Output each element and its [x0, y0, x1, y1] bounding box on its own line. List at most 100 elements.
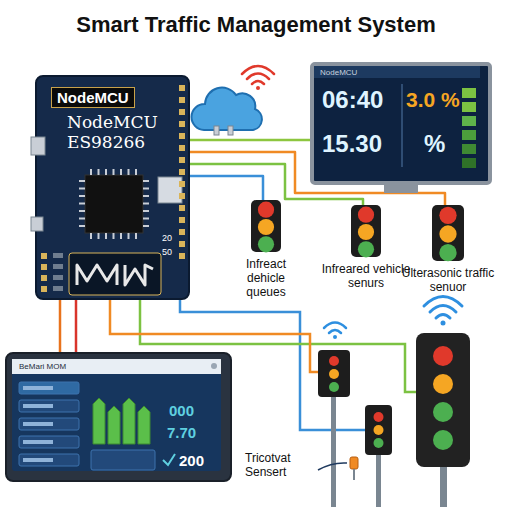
level-bar	[462, 102, 476, 112]
amber-lamp	[433, 374, 453, 394]
header-pin	[179, 97, 185, 103]
antenna-module	[69, 253, 161, 295]
header-pin	[41, 275, 47, 281]
header-pin	[179, 121, 185, 127]
pin-number: 20	[162, 233, 172, 243]
header-pin	[41, 253, 47, 259]
usb-port	[31, 137, 45, 155]
wifi-dot	[333, 335, 337, 339]
level-bar	[462, 130, 476, 140]
header-pin	[41, 275, 47, 281]
cloud-shape	[191, 88, 261, 130]
sensor-caption: Infreared vehicle senurs	[318, 263, 414, 291]
wire-connector	[75, 300, 78, 352]
pin-number: 50	[162, 247, 172, 257]
nodemcu-board-art	[37, 77, 188, 298]
tablet-dashboard: BeMari MOM0007.70200	[5, 352, 232, 482]
light-housing	[318, 350, 350, 397]
button	[31, 217, 43, 231]
monitor-screen-art	[314, 66, 488, 181]
level-bar	[462, 88, 476, 98]
chip-pin	[113, 169, 115, 175]
cloud-plug	[228, 126, 233, 135]
wire-connector	[59, 300, 62, 352]
header-pin	[41, 253, 47, 259]
menu-text-bar	[23, 440, 53, 444]
header-pin	[41, 275, 47, 281]
status-panel	[91, 450, 155, 470]
header-pin	[179, 85, 185, 91]
header-pin	[179, 205, 185, 211]
header-pin	[41, 275, 47, 281]
header-pin	[41, 253, 47, 259]
menu-row	[19, 382, 79, 394]
window-button	[211, 363, 217, 369]
wifi-icon	[324, 323, 346, 340]
percent-readout: 3.0 %	[406, 88, 460, 112]
chip-pin	[98, 233, 100, 239]
header-pin	[179, 253, 185, 259]
light-pole	[376, 455, 381, 507]
sensor-caption: Ulterasonic traffic senuor	[400, 267, 496, 295]
red-lamp	[329, 356, 339, 366]
ethernet-port	[158, 177, 182, 203]
wifi-dot	[441, 321, 446, 326]
light-pole	[440, 467, 447, 507]
header-pin	[179, 241, 185, 247]
smd-part	[53, 275, 63, 280]
traffic-light-node: Infreact dehicle queues	[228, 200, 304, 301]
pcb-antenna	[77, 265, 153, 285]
chip-pin	[105, 169, 107, 175]
signal-lamp	[439, 225, 456, 242]
chip-pin	[143, 225, 149, 227]
green-lamp	[329, 382, 339, 392]
smd-part	[53, 286, 63, 291]
wire-connector	[190, 176, 263, 200]
light-housing	[251, 200, 281, 252]
chip-pin	[135, 233, 137, 239]
title-bar	[314, 66, 480, 78]
bar-chart	[108, 406, 120, 444]
signal-lamp	[358, 241, 374, 257]
menu-row	[19, 418, 79, 430]
amber-lamp	[329, 369, 339, 379]
traffic-light	[416, 297, 470, 508]
header-pin	[41, 264, 47, 270]
signal-lamp	[258, 236, 274, 252]
level-bar	[462, 158, 476, 168]
monitor-screen: NodeMCU06:403.0 %15.30%	[310, 62, 492, 185]
metric-value: 200	[179, 452, 204, 469]
level-bar	[462, 116, 476, 126]
chip-pin	[79, 195, 85, 197]
traffic-light-node: Infreared vehicle senurs	[318, 205, 414, 293]
header-pin	[179, 181, 185, 187]
level-bar	[462, 144, 476, 154]
menu-row	[19, 400, 79, 412]
tablet-screen	[12, 359, 221, 471]
wire-connector	[190, 139, 310, 142]
header-pin	[179, 145, 185, 151]
wifi-arc	[430, 306, 456, 313]
header-pin	[179, 229, 185, 235]
chip-pin	[120, 233, 122, 239]
header-pin	[41, 264, 47, 270]
chip-pin	[143, 195, 149, 197]
header-pin	[179, 169, 185, 175]
cloud-icon	[191, 88, 261, 135]
green-lamp	[374, 438, 384, 448]
header-pin	[179, 217, 185, 223]
monitor-stand	[384, 185, 418, 193]
sensor-body	[350, 457, 358, 469]
wifi-dot	[256, 86, 260, 90]
divider	[401, 84, 403, 167]
light-housing	[351, 205, 381, 257]
wifi-arc	[247, 74, 269, 80]
board-label: NodeMCU	[51, 87, 135, 108]
menu-text-bar	[23, 386, 53, 390]
green-lamp	[433, 402, 453, 422]
header-pin	[179, 133, 185, 139]
signal-lamp	[258, 202, 274, 218]
mcu-chip	[85, 175, 143, 233]
chip-pin	[79, 203, 85, 205]
amber-lamp	[374, 425, 384, 435]
